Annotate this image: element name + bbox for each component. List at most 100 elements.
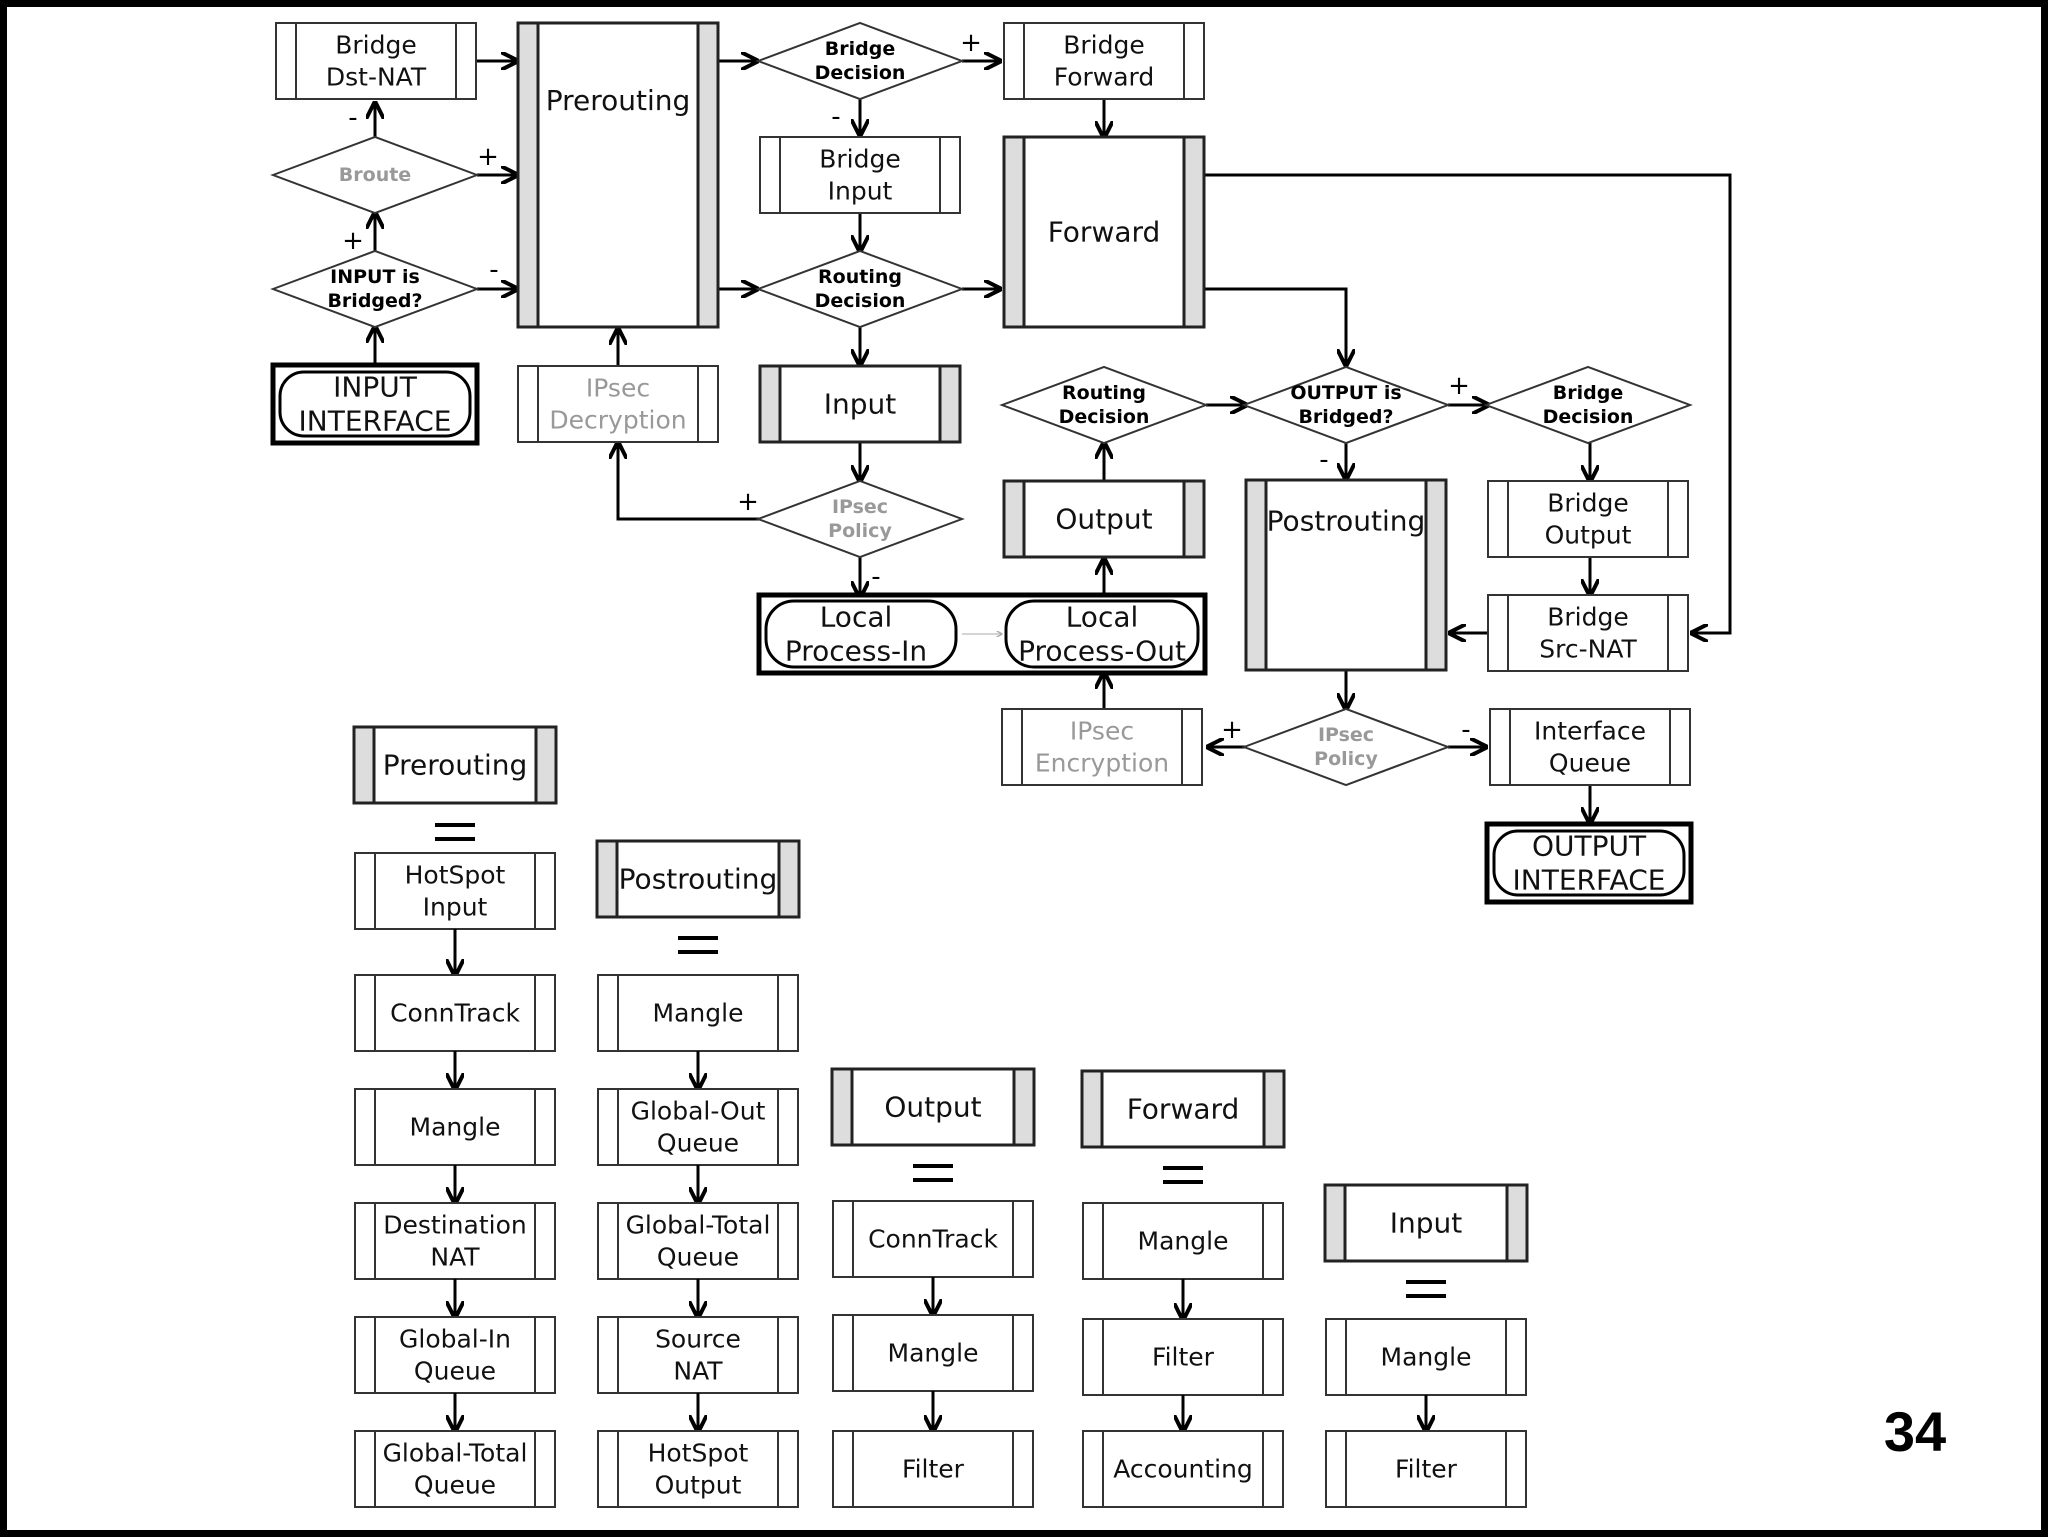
bridge-input-label: Input bbox=[828, 177, 893, 206]
legend-prerouting-item-label: Global-Total bbox=[383, 1439, 528, 1468]
legend-postrouting-item: Mangle bbox=[597, 974, 799, 1052]
sign-input-bridged-minus: - bbox=[489, 255, 498, 285]
forward-chain-label: Forward bbox=[1048, 216, 1161, 249]
bridge-src-nat-label: Src-NAT bbox=[1539, 635, 1637, 664]
legend-prerouting-item-label: Input bbox=[423, 893, 488, 922]
local-process-in-label: Local bbox=[820, 601, 893, 634]
legend-postrouting-item-label: Output bbox=[655, 1471, 742, 1500]
bridge-input-label: Bridge bbox=[819, 145, 901, 174]
input-interface-label: INPUT bbox=[333, 371, 418, 404]
legend-forward-item: Mangle bbox=[1082, 1202, 1284, 1280]
legend-prerouting-item-label: Mangle bbox=[410, 1113, 501, 1142]
legend-postrouting-header: Postrouting bbox=[595, 839, 801, 919]
legend-prerouting-column: PreroutingHotSpotInputConnTrackMangleDes… bbox=[352, 725, 558, 1508]
legend-prerouting-equals-sign bbox=[435, 823, 475, 841]
bridge-output-label: Output bbox=[1545, 521, 1632, 550]
input-is-bridged-label: INPUT is bbox=[330, 266, 420, 288]
bridge-output-label: Bridge bbox=[1547, 489, 1629, 518]
ipsec-decryption-label: Decryption bbox=[549, 406, 686, 435]
bridge-dst-nat-label: Dst-NAT bbox=[326, 63, 427, 92]
legend-output-header: Output bbox=[830, 1067, 1036, 1147]
sign-ipsec-policy-1-minus: - bbox=[871, 562, 880, 592]
local-process-out-label: Local bbox=[1066, 601, 1139, 634]
prerouting-chain-label: Prerouting bbox=[546, 84, 691, 117]
output-is-bridged-label: OUTPUT is bbox=[1290, 382, 1401, 404]
arrow-ipsec-policy-to-decryption bbox=[618, 443, 760, 521]
sign-bridge-decision-plus: + bbox=[960, 28, 982, 58]
legend-output-item: ConnTrack bbox=[832, 1200, 1034, 1278]
output-chain-label: Output bbox=[1055, 503, 1152, 536]
legend-prerouting-header-label: Prerouting bbox=[383, 749, 528, 782]
chain-legend: PreroutingHotSpotInputConnTrackMangleDes… bbox=[352, 725, 1529, 1508]
output-interface-label: INTERFACE bbox=[1513, 864, 1666, 897]
prerouting-chain: Prerouting bbox=[516, 21, 720, 329]
ipsec-policy-1-label: Policy bbox=[828, 520, 892, 542]
sign-bridge-decision-minus: - bbox=[831, 102, 840, 132]
ipsec-encryption-label: Encryption bbox=[1035, 749, 1169, 778]
legend-prerouting-item-label: ConnTrack bbox=[390, 999, 520, 1028]
sign-ipsec-policy-2-minus: - bbox=[1461, 715, 1470, 745]
arrow-forward-to-output-bridged bbox=[1205, 287, 1346, 365]
legend-forward-equals-sign bbox=[1163, 1166, 1203, 1184]
legend-postrouting-column: PostroutingMangleGlobal-OutQueueGlobal-T… bbox=[595, 839, 801, 1508]
legend-forward-header: Forward bbox=[1080, 1069, 1286, 1149]
legend-postrouting-item-label: Global-Out bbox=[631, 1097, 766, 1126]
ipsec-policy-2-label: Policy bbox=[1314, 748, 1378, 770]
legend-prerouting-item-label: Global-In bbox=[399, 1325, 511, 1354]
legend-prerouting-header: Prerouting bbox=[352, 725, 558, 805]
legend-postrouting-item-label: Mangle bbox=[653, 999, 744, 1028]
sign-broute-minus: - bbox=[348, 103, 357, 133]
interface-queue-label: Queue bbox=[1549, 749, 1631, 778]
input-is-bridged-label: Bridged? bbox=[327, 290, 422, 312]
postrouting-chain: Postrouting bbox=[1244, 478, 1448, 672]
bridge-decision-2-label: Decision bbox=[1543, 406, 1634, 428]
broute: Broute bbox=[270, 135, 480, 215]
legend-input-item: Filter bbox=[1325, 1430, 1527, 1508]
legend-input-item: Mangle bbox=[1325, 1318, 1527, 1396]
legend-forward-header-label: Forward bbox=[1127, 1093, 1240, 1126]
flow-nodes: BridgeDst-NATPreroutingBridgeDecisionBri… bbox=[270, 21, 1694, 905]
bridge-forward-label: Forward bbox=[1054, 63, 1155, 92]
legend-postrouting-header-label: Postrouting bbox=[619, 863, 778, 896]
legend-postrouting-equals-sign bbox=[678, 936, 718, 954]
legend-forward-item: Accounting bbox=[1082, 1430, 1284, 1508]
legend-prerouting-item-label: Destination bbox=[383, 1211, 526, 1240]
routing-decision-1-label: Routing bbox=[818, 266, 902, 288]
broute-label: Broute bbox=[339, 164, 411, 186]
sign-ipsec-policy-1-plus: + bbox=[737, 487, 759, 517]
interface-queue-label: Interface bbox=[1534, 717, 1646, 746]
legend-input-item-label: Mangle bbox=[1381, 1343, 1472, 1372]
bridge-src-nat-label: Bridge bbox=[1547, 603, 1629, 632]
page-number: 34 bbox=[1884, 1400, 1946, 1463]
local-process-out-label: Process-Out bbox=[1018, 635, 1186, 668]
legend-postrouting-item-label: Queue bbox=[657, 1243, 739, 1272]
legend-input-header-label: Input bbox=[1390, 1207, 1463, 1240]
legend-forward-item-label: Accounting bbox=[1113, 1455, 1253, 1484]
sign-output-bridged-plus: + bbox=[1448, 371, 1470, 401]
local-process-in-label: Process-In bbox=[785, 635, 927, 668]
output-interface-label: OUTPUT bbox=[1532, 830, 1647, 863]
legend-postrouting-item-label: Global-Total bbox=[626, 1211, 771, 1240]
routing-decision-2-label: Decision bbox=[1059, 406, 1150, 428]
